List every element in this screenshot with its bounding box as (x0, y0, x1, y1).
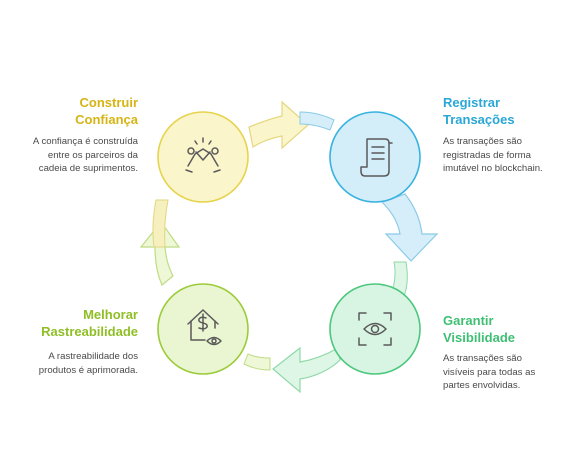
handshake-icon (185, 137, 221, 173)
step-circle-trust (157, 111, 249, 203)
ring-segment-yellow-left (152, 199, 169, 248)
arrow-visibility-to-traceability (272, 346, 341, 394)
ring-segment-blue-top (299, 111, 335, 131)
arrow-register-to-visibility (380, 193, 439, 262)
arrow-traceability-to-trust (139, 221, 181, 286)
ring-segment-lime-bottom (243, 353, 271, 371)
arrow-trust-to-register (248, 100, 309, 150)
eye-scan-icon (358, 312, 392, 346)
step-circle-visibility (329, 283, 421, 375)
step-circle-register (329, 111, 421, 203)
document-scroll-icon (360, 138, 393, 177)
house-dollar-eye-icon (187, 309, 222, 346)
